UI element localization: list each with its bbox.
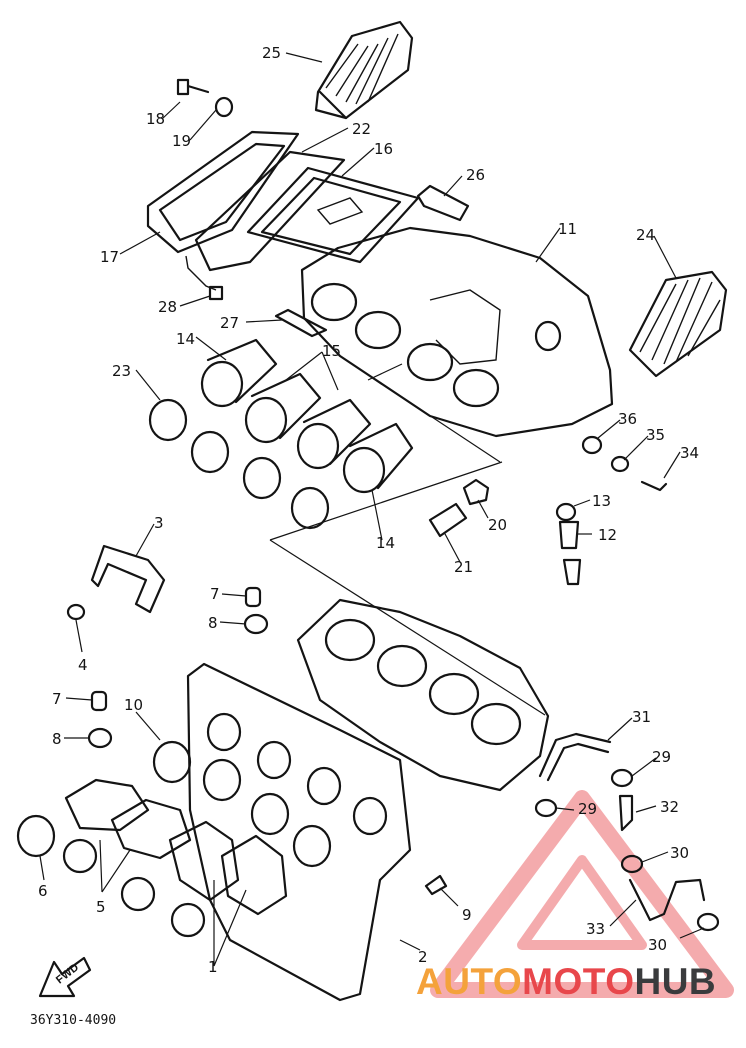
callout-7-lower: 7 [52, 690, 62, 708]
intake-duct-25 [314, 20, 414, 120]
clamp-13 [555, 502, 577, 522]
watermark-auto: AUTO [416, 961, 523, 1002]
o-rings-6 [16, 814, 206, 938]
clip-26 [416, 184, 470, 222]
callout-36: 36 [618, 410, 637, 428]
bolt-18 [176, 78, 210, 96]
callout-3: 3 [154, 514, 164, 532]
intake-duct-24 [628, 270, 728, 378]
callout-26: 26 [466, 166, 485, 184]
clamps-10 [152, 740, 332, 868]
callout-31: 31 [632, 708, 651, 726]
nut-20 [462, 478, 490, 506]
cap-7b [90, 690, 108, 712]
callout-numbers: 25 18 19 22 16 26 11 24 17 28 27 14 15 2… [38, 44, 699, 976]
mounting-plate-2 [186, 662, 412, 1002]
air-box-11 [300, 226, 614, 438]
callout-8-upper: 8 [208, 614, 218, 632]
callout-32: 32 [660, 798, 679, 816]
callout-14-lower: 14 [376, 534, 395, 552]
joint-15a [244, 372, 322, 444]
watermark-moto: MOTO [522, 961, 635, 1002]
callout-20: 20 [488, 516, 507, 534]
callout-18: 18 [146, 110, 165, 128]
joints-5 [64, 778, 288, 916]
callout-30-lower: 30 [648, 936, 667, 954]
carburetor-joints [200, 338, 414, 494]
watermark-triangle-logo [430, 790, 734, 998]
callout-23: 23 [112, 362, 131, 380]
callout-30-upper: 30 [670, 844, 689, 862]
callout-13: 13 [592, 492, 611, 510]
assembly-guide-lines [269, 363, 546, 716]
diagram-code: 36Y310-4090 [30, 1013, 117, 1028]
callout-7-upper: 7 [210, 585, 220, 603]
callout-27: 27 [220, 314, 239, 332]
washer-19 [214, 96, 234, 118]
cap-7a [244, 586, 262, 608]
callout-leader-lines [39, 52, 705, 967]
callout-25: 25 [262, 44, 281, 62]
callout-2: 2 [418, 948, 428, 966]
gasket-22 [194, 150, 346, 272]
callout-14-upper: 14 [176, 330, 195, 348]
clamps-23 [148, 398, 330, 530]
callout-17: 17 [100, 248, 119, 266]
callout-11: 11 [558, 220, 577, 238]
hose-12 [558, 520, 582, 586]
automotohub-watermark: AUTOMOTOHUB [416, 962, 742, 1002]
callout-29-lower: 29 [578, 800, 597, 818]
washer-35 [610, 455, 630, 473]
callout-34: 34 [680, 444, 699, 462]
bracket-3 [90, 544, 166, 614]
callout-35: 35 [646, 426, 665, 444]
watermark-hub: HUB [634, 961, 717, 1002]
callout-10: 10 [124, 696, 143, 714]
grommet-28 [208, 285, 224, 301]
nut-36 [581, 435, 603, 455]
clamp-8b [87, 727, 113, 749]
forward-arrow-icon [38, 956, 92, 998]
callout-12: 12 [598, 526, 617, 544]
callout-24: 24 [636, 226, 655, 244]
callout-29-upper: 29 [652, 748, 671, 766]
callout-6: 6 [38, 882, 48, 900]
callout-22: 22 [352, 120, 371, 138]
callout-28: 28 [158, 298, 177, 316]
hose-assembly-right [534, 732, 720, 932]
clamp-8a [243, 613, 269, 635]
callout-16: 16 [374, 140, 393, 158]
joint-14a [200, 338, 278, 408]
joint-15b [296, 398, 372, 470]
callout-4: 4 [78, 656, 88, 674]
callout-1: 1 [208, 958, 218, 976]
carburetor-bank-outline [296, 598, 550, 792]
bolt-4 [66, 603, 86, 621]
callout-9: 9 [462, 906, 472, 924]
bolt-34 [640, 480, 668, 492]
callout-21: 21 [454, 558, 473, 576]
callout-33: 33 [586, 920, 605, 938]
bolt-9 [424, 874, 448, 896]
callout-5: 5 [96, 898, 106, 916]
strap-27 [274, 308, 328, 338]
joint-14b [342, 422, 414, 494]
filter-element-16 [246, 166, 420, 264]
stud-21 [428, 502, 468, 538]
callout-8-lower: 8 [52, 730, 62, 748]
callout-19: 19 [172, 132, 191, 150]
callout-15: 15 [322, 342, 341, 360]
